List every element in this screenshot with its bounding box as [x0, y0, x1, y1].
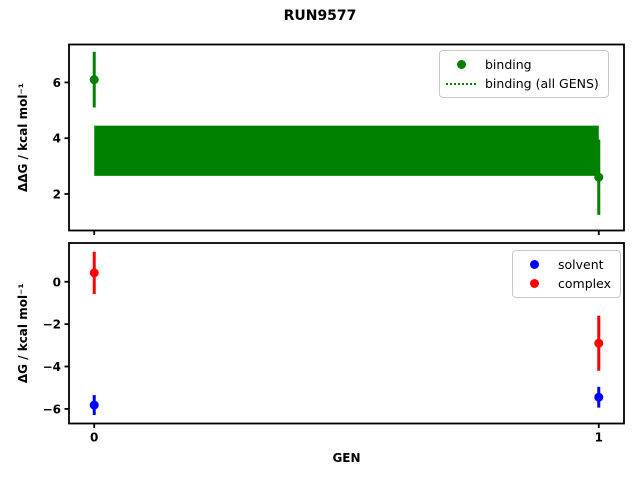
- legend-solvent-complex: solvent complex: [512, 250, 621, 298]
- point-complex-gen1: [594, 338, 604, 348]
- point-complex-gen0: [89, 268, 99, 278]
- legend-entry-solvent: solvent: [519, 255, 611, 274]
- legend-marker: [519, 260, 549, 269]
- legend-entry-complex: complex: [519, 274, 611, 293]
- figure-title: RUN9577: [283, 8, 357, 24]
- ylabel-bottom: ΔG / kcal mol⁻¹: [16, 283, 30, 383]
- point-solvent-gen1: [594, 392, 604, 402]
- legend-label: binding (all GENS): [485, 76, 599, 91]
- legend-entry-binding-all-gens-: binding (all GENS): [446, 74, 599, 93]
- ylabel-top: ΔΔG / kcal mol⁻¹: [16, 83, 30, 192]
- ytick-label: 2: [53, 187, 61, 201]
- ytick-label: −2: [43, 318, 61, 332]
- legend-marker: [519, 279, 549, 288]
- ytick-label: 4: [53, 132, 61, 146]
- legend-label: binding: [485, 57, 532, 72]
- point-binding-gen1: [594, 172, 604, 182]
- circle-marker-icon: [529, 279, 539, 288]
- axes-bottom: [68, 242, 625, 425]
- point-solvent-gen0: [89, 400, 99, 410]
- legend-label: solvent: [558, 257, 604, 272]
- ytick-label: −6: [43, 402, 61, 416]
- ytick-label: 6: [53, 76, 61, 90]
- circle-marker-icon: [456, 60, 466, 69]
- xtick-label: 1: [595, 431, 603, 445]
- legend-binding: binding binding (all GENS): [439, 50, 609, 98]
- ytick-label: 0: [53, 275, 61, 289]
- ytick-label: −4: [43, 360, 61, 374]
- point-binding-gen0: [89, 75, 99, 85]
- xlabel: GEN: [332, 451, 360, 465]
- circle-marker-icon: [529, 260, 539, 269]
- xtick-label: 0: [90, 431, 98, 445]
- legend-marker: [446, 82, 476, 85]
- dotted-line-icon: [446, 82, 476, 85]
- band-binding-all-gens-: [94, 125, 599, 176]
- legend-entry-binding: binding: [446, 55, 599, 74]
- legend-marker: [446, 60, 476, 69]
- legend-label: complex: [558, 276, 611, 291]
